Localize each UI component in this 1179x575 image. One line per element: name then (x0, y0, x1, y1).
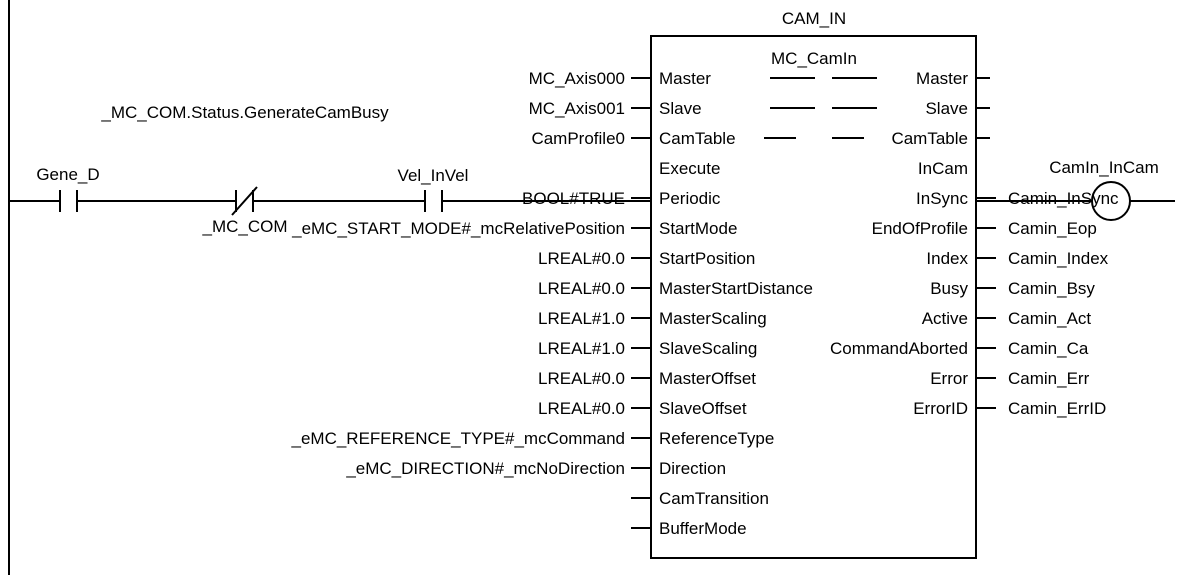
input-pin-camtable: CamTable (659, 129, 736, 148)
input-arg-referencetype: _eMC_REFERENCE_TYPE#_mcCommand (291, 429, 626, 448)
function-block-type: MC_CamIn (771, 49, 857, 68)
input-arg-masterstartdistance: LREAL#0.0 (538, 279, 625, 298)
contact-gene-d-label: Gene_D (36, 165, 99, 184)
output-pin-active: Active (922, 309, 968, 328)
input-pin-periodic: Periodic (659, 189, 721, 208)
inout-out-pin-master: Master (916, 69, 968, 88)
output-var-active: Camin_Act (1008, 309, 1091, 328)
input-arg-masteroffset: LREAL#0.0 (538, 369, 625, 388)
input-pin-masterscaling: MasterScaling (659, 309, 767, 328)
input-arg-slave: MC_Axis001 (529, 99, 625, 118)
output-pin-error: Error (930, 369, 968, 388)
output-var-endofprofile: Camin_Eop (1008, 219, 1097, 238)
output-pin-index: Index (926, 249, 968, 268)
output-var-busy: Camin_Bsy (1008, 279, 1095, 298)
input-arg-masterscaling: LREAL#1.0 (538, 309, 625, 328)
input-pin-master: Master (659, 69, 711, 88)
output-var-commandaborted: Camin_Ca (1008, 339, 1089, 358)
output-var-index: Camin_Index (1008, 249, 1109, 268)
input-pin-slavescaling: SlaveScaling (659, 339, 757, 358)
input-arg-direction: _eMC_DIRECTION#_mcNoDirection (345, 459, 625, 478)
input-pin-startmode: StartMode (659, 219, 737, 238)
inout-out-pin-slave: Slave (925, 99, 968, 118)
instance-name: CAM_IN (782, 9, 846, 28)
input-arg-startmode: _eMC_START_MODE#_mcRelativePosition (291, 219, 625, 238)
output-coil-label: CamIn_InCam (1049, 158, 1159, 177)
function-block-box[interactable] (650, 35, 977, 559)
input-pin-slave: Slave (659, 99, 702, 118)
output-pin-incam: InCam (918, 159, 968, 178)
inout-out-pin-camtable: CamTable (891, 129, 968, 148)
contact-vel-invel-label: Vel_InVel (398, 166, 469, 185)
input-arg-master: MC_Axis000 (529, 69, 625, 88)
input-pin-masteroffset: MasterOffset (659, 369, 756, 388)
output-var-errorid: Camin_ErrID (1008, 399, 1106, 418)
input-arg-slavescaling: LREAL#1.0 (538, 339, 625, 358)
contact-generate-cam-busy-label: _MC_COM.Status.GenerateCamBusy (100, 103, 389, 122)
output-var-error: Camin_Err (1008, 369, 1090, 388)
input-pin-buffermode: BufferMode (659, 519, 747, 538)
input-arg-periodic: BOOL#TRUE (522, 189, 625, 208)
output-pin-endofprofile: EndOfProfile (872, 219, 968, 238)
contact-vel-invel[interactable] (424, 190, 443, 212)
input-pin-masterstartdistance: MasterStartDistance (659, 279, 813, 298)
contact-generate-cam-busy-sublabel: _MC_COM (201, 217, 287, 236)
contact-generate-cam-busy[interactable] (231, 186, 258, 216)
input-pin-execute: Execute (659, 159, 720, 178)
input-pin-direction: Direction (659, 459, 726, 478)
input-pin-startposition: StartPosition (659, 249, 755, 268)
input-arg-camtable: CamProfile0 (531, 129, 625, 148)
output-pin-insync: InSync (916, 189, 968, 208)
output-pin-busy: Busy (930, 279, 968, 298)
input-pin-referencetype: ReferenceType (659, 429, 774, 448)
output-pin-errorid: ErrorID (913, 399, 968, 418)
output-pin-commandaborted: CommandAborted (830, 339, 968, 358)
input-arg-startposition: LREAL#0.0 (538, 249, 625, 268)
input-pin-camtransition: CamTransition (659, 489, 769, 508)
contact-gene-d[interactable] (59, 190, 78, 212)
input-pin-slaveoffset: SlaveOffset (659, 399, 747, 418)
input-arg-slaveoffset: LREAL#0.0 (538, 399, 625, 418)
output-var-insync: Camin_InSync (1008, 189, 1119, 208)
